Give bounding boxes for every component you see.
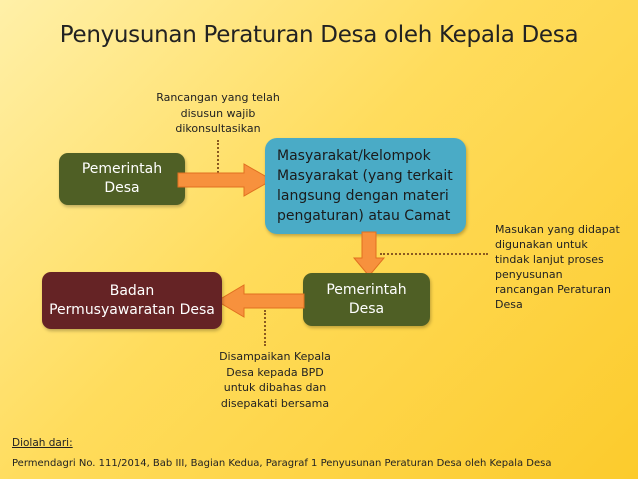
page-title: Penyusunan Peraturan Desa oleh Kepala De… [59, 22, 579, 48]
connector-dotted [217, 140, 219, 180]
source-label: Diolah dari: [12, 437, 73, 449]
node-masyarakat: Masyarakat/kelompok Masyarakat (yang ter… [265, 138, 466, 234]
node-label: Masyarakat/kelompok [277, 148, 431, 164]
note-line: disusun wajib [180, 106, 256, 120]
connector-dotted [380, 253, 488, 255]
node-label: Pemerintah [326, 281, 407, 298]
arrow-down [352, 231, 386, 277]
node-label: langsung dengan materi [277, 188, 449, 204]
connector-dotted [264, 310, 266, 346]
note-line: rancangan Peraturan [495, 283, 611, 296]
note-submit: Disampaikan Kepala Desa kepada BPD untuk… [205, 349, 345, 411]
node-label: Desa [104, 180, 140, 196]
note-line: disepakati bersama [220, 396, 330, 410]
note-line: dikonsultasikan [175, 122, 261, 135]
note-line: Disampaikan Kepala [219, 350, 331, 363]
node-label: Masyarakat (yang terkait [277, 168, 453, 184]
note-line: digunakan untuk [495, 238, 588, 251]
note-input: Masukan yang didapat digunakan untuk tin… [495, 222, 635, 312]
node-pemerintah-desa-1: Pemerintah Desa [59, 153, 185, 205]
note-line: Desa kepada BPD [226, 365, 324, 379]
note-line: tindak lanjut proses [495, 253, 604, 266]
arrow-right [177, 163, 274, 197]
node-label: Permusyawaratan Desa [49, 301, 215, 318]
note-line: untuk dibahas dan [223, 381, 327, 394]
note-line: Rancangan yang telah [156, 91, 280, 104]
node-label: Badan [109, 282, 155, 299]
note-line: Desa [495, 298, 523, 311]
node-label: Desa [348, 300, 385, 317]
note-consult: Rancangan yang telah disusun wajib dikon… [148, 90, 288, 137]
node-bpd: Badan Permusyawaratan Desa [42, 272, 222, 329]
node-label: Pemerintah [81, 161, 163, 177]
node-pemerintah-desa-2: Pemerintah Desa [303, 273, 430, 326]
note-line: Masukan yang didapat [495, 223, 620, 236]
note-line: penyusunan [495, 268, 563, 281]
source-citation: Permendagri No. 111/2014, Bab III, Bagia… [12, 458, 552, 469]
node-label: pengaturan) atau Camat [277, 208, 451, 224]
arrow-left [216, 284, 305, 318]
